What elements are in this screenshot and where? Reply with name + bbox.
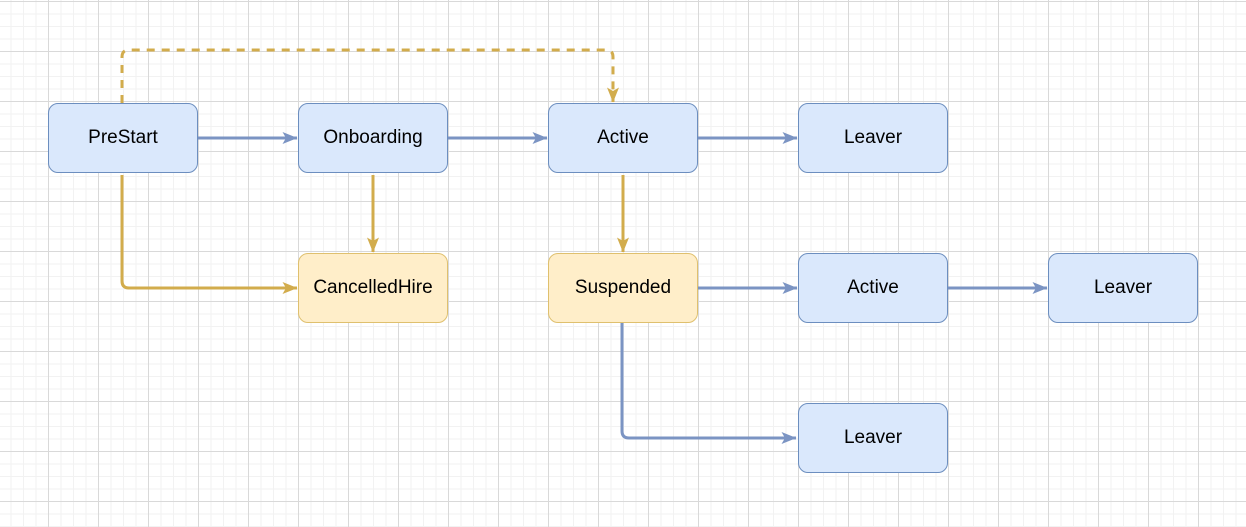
node-label-active: Active: [597, 127, 649, 148]
edge-prestart-to-cancelledhire[interactable]: [120, 175, 298, 294]
node-active-2[interactable]: Active: [798, 253, 948, 323]
node-active[interactable]: Active: [548, 103, 698, 173]
node-leaver-2[interactable]: Leaver: [1048, 253, 1198, 323]
node-leaver-3[interactable]: Leaver: [798, 403, 948, 473]
node-onboarding[interactable]: Onboarding: [298, 103, 448, 173]
node-suspended[interactable]: Suspended: [548, 253, 698, 323]
edge-group: [120, 48, 1048, 444]
node-label-suspended: Suspended: [574, 277, 672, 298]
node-label-leaver-2: Leaver: [1093, 277, 1153, 298]
node-label-prestart: PreStart: [88, 127, 158, 148]
node-prestart[interactable]: PreStart: [48, 103, 198, 173]
node-cancelledhire[interactable]: CancelledHire: [298, 253, 448, 323]
edge-suspended-to-leaver-3[interactable]: [620, 323, 797, 444]
edge-prestart-to-active[interactable]: [120, 48, 619, 103]
node-label-leaver: Leaver: [843, 127, 903, 148]
node-label-cancelledhire: CancelledHire: [313, 277, 433, 298]
node-leaver[interactable]: Leaver: [798, 103, 948, 173]
node-label-leaver-3: Leaver: [843, 427, 903, 448]
node-label-onboarding: Onboarding: [323, 127, 423, 148]
node-label-active-2: Active: [847, 277, 899, 298]
